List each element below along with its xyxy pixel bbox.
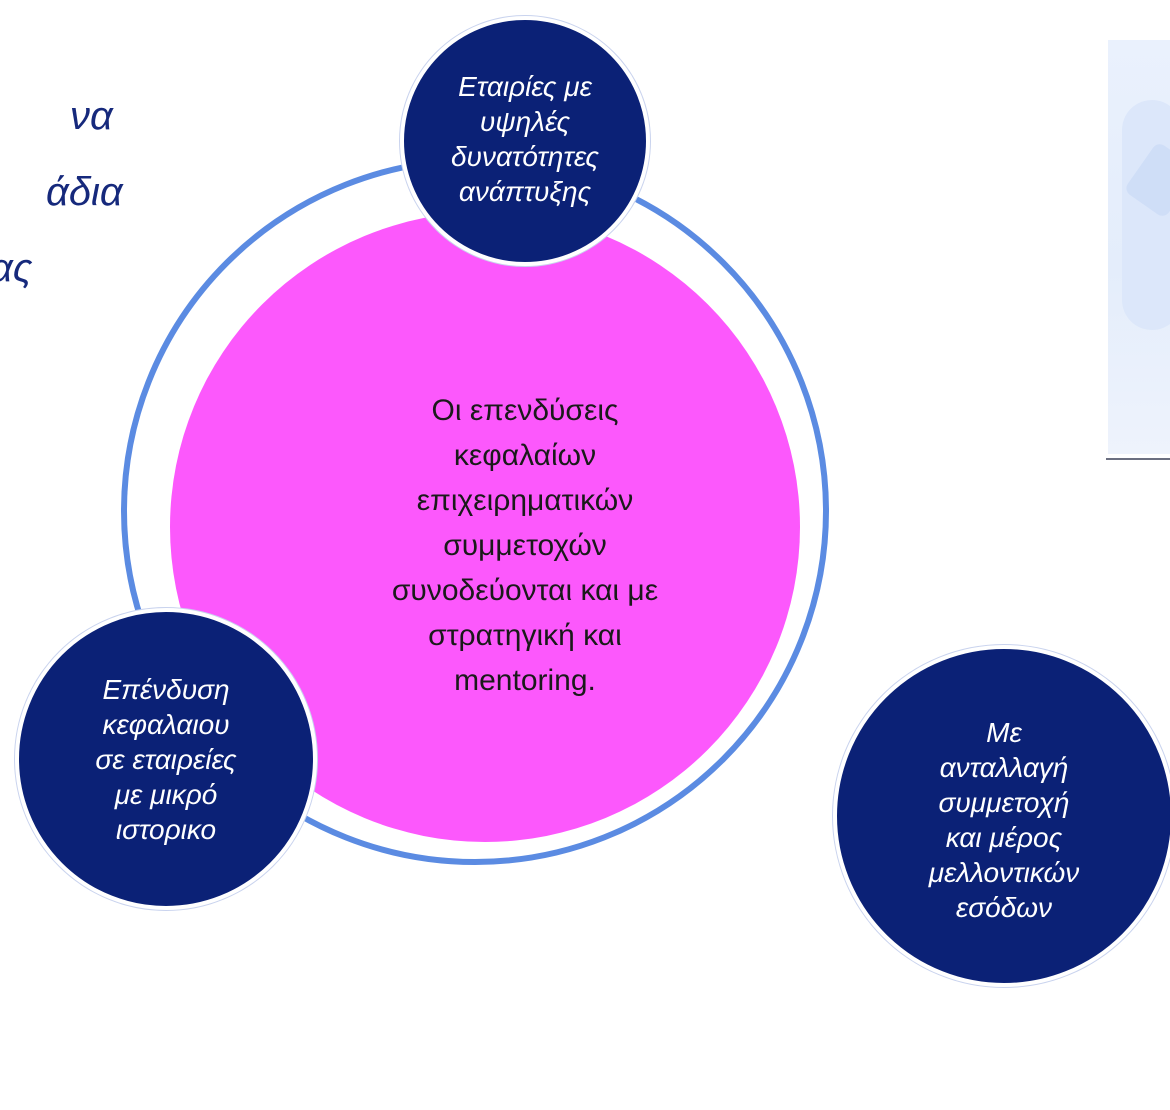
- node-equity-exchange: Με ανταλλαγή συμμετοχή και μέρος μελλοντ…: [833, 645, 1170, 987]
- hub-text-line: Οι επενδύσεις: [431, 394, 619, 427]
- side-image-card: [1108, 40, 1170, 454]
- node-text-line: Εταιρίες με: [458, 71, 592, 102]
- card-underline-divider: [1106, 458, 1170, 460]
- node-text-line: ανάπτυξης: [458, 176, 592, 207]
- node-text-line: με μικρό: [114, 778, 218, 810]
- hub-text-line: mentoring.: [454, 664, 596, 697]
- node-text-line: Με: [986, 717, 1022, 748]
- left-heading-line: άδια: [46, 170, 123, 214]
- node-text-line: ιστορικο: [115, 813, 217, 845]
- left-heading-fragment: να άδια ας: [0, 78, 150, 306]
- node-capital-investment: Επένδυση κεφαλαιου σε εταιρείες με μικρό…: [15, 608, 317, 910]
- hub-text-line: συμμετοχών: [443, 529, 607, 562]
- node-text-line: υψηλές: [479, 106, 571, 137]
- left-heading-line: ας: [0, 246, 33, 290]
- left-heading-line: να: [70, 94, 113, 138]
- node-high-growth-companies: Εταιρίες με υψηλές δυνατότητες ανάπτυξης: [400, 16, 650, 266]
- hub-text-line: επιχειρηματικών: [416, 484, 634, 517]
- node-text-line: και μέρος: [945, 822, 1063, 853]
- central-hub-text: Οι επενδύσεις κεφαλαίων επιχειρηματικών …: [305, 388, 745, 703]
- hub-text-line: συνοδεύονται και με: [391, 574, 659, 607]
- node-text-line: κεφαλαιου: [102, 708, 230, 740]
- node-text-line: σε εταιρείες: [95, 743, 237, 775]
- node-text-line: εσόδων: [955, 892, 1053, 923]
- node-text-line: συμμετοχή: [938, 787, 1070, 818]
- node-text-line: δυνατότητες: [450, 141, 599, 172]
- node-text-line: μελλοντικών: [928, 857, 1080, 888]
- node-text-line: ανταλλαγή: [939, 752, 1069, 783]
- hub-text-line: στρατηγική και: [428, 619, 622, 652]
- hub-text-line: κεφαλαίων: [453, 439, 597, 472]
- node-text-line: Επένδυση: [102, 673, 230, 705]
